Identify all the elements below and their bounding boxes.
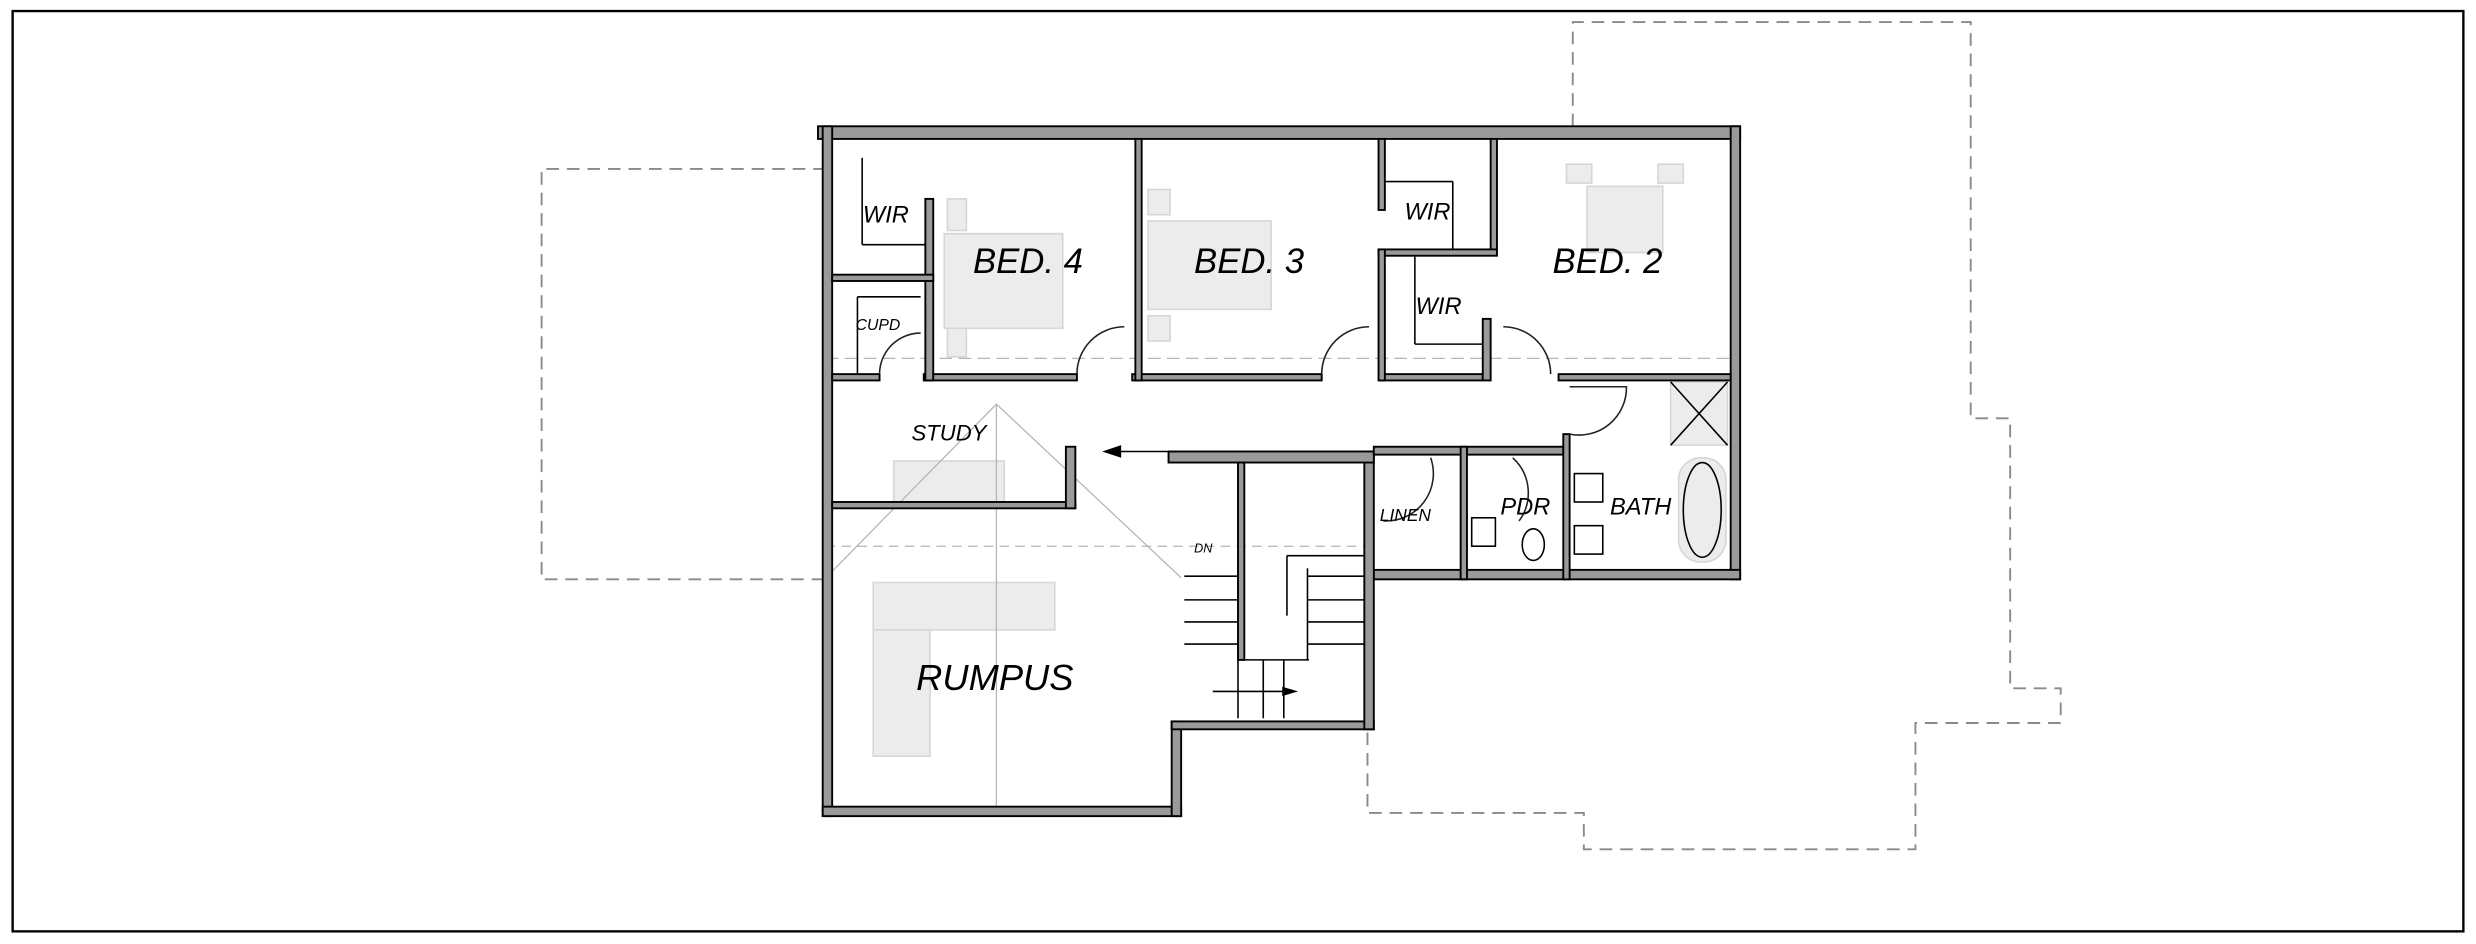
toilet-icon xyxy=(1521,528,1546,562)
room-label-pdr: PDR xyxy=(1500,495,1550,521)
room-label-cupd: CUPD xyxy=(856,317,901,334)
details xyxy=(856,157,1729,719)
walls xyxy=(817,125,1742,818)
corridor-arrow-icon xyxy=(1102,445,1122,458)
room-label-bed2: BED. 2 xyxy=(1552,243,1662,281)
room-label-study: STUDY xyxy=(912,420,989,445)
room-label-wir-bed4: WIR xyxy=(863,203,909,229)
sheet-border xyxy=(11,9,2465,933)
furniture xyxy=(872,163,1729,757)
room-label-bath: BATH xyxy=(1610,495,1672,521)
stairs xyxy=(1184,554,1365,719)
stair-label-dn: DN xyxy=(1194,542,1213,556)
room-labels: WIR BED. 4 BED. 3 WIR BED. 2 WIR CUPD ST… xyxy=(856,199,1673,697)
lower-floor-outline-left xyxy=(540,167,826,581)
lower-floor-outline-right xyxy=(1366,21,2062,851)
room-label-wir-bed2-lower: WIR xyxy=(1416,294,1462,320)
room-label-rumpus: RUMPUS xyxy=(916,657,1073,698)
room-label-wir-bed2-upper: WIR xyxy=(1404,199,1450,225)
room-label-bed4: BED. 4 xyxy=(973,243,1083,281)
roof-guides xyxy=(825,357,1741,817)
stair-arrow-icon xyxy=(1282,686,1299,697)
room-label-linen: LINEN xyxy=(1380,505,1432,525)
room-label-bed3: BED. 3 xyxy=(1194,243,1304,281)
